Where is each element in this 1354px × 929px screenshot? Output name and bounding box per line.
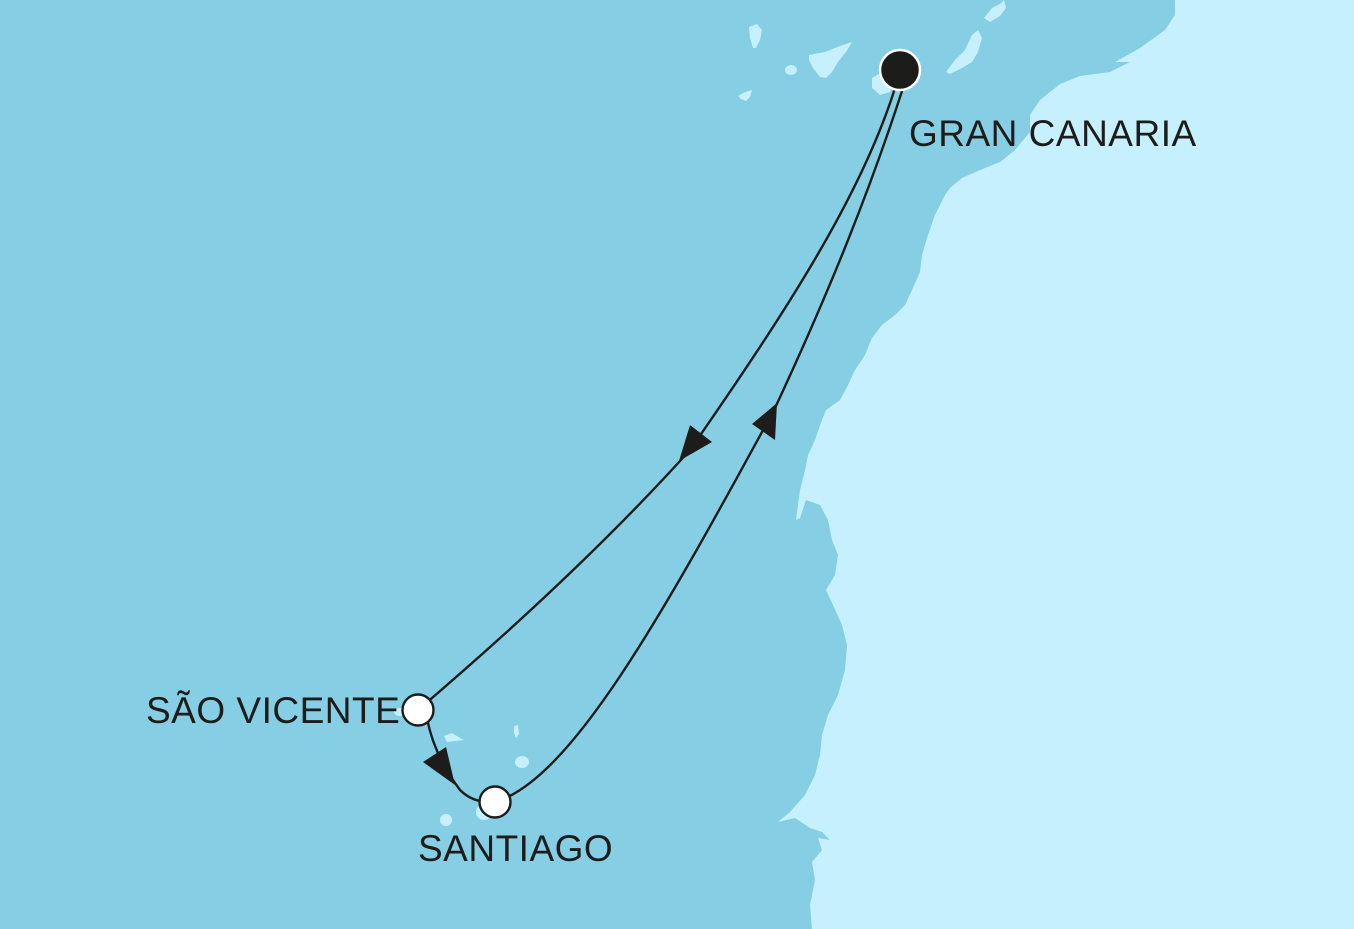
island-boa-vista [515, 756, 529, 768]
island-la-gomera [785, 65, 797, 75]
arrow-down-south-icon [423, 747, 455, 785]
island-fuerteventura [946, 30, 982, 74]
island-el-hierro [738, 90, 752, 101]
island-fogo [440, 814, 452, 826]
port-marker-sao-vicente [401, 693, 435, 727]
island-sao-nicolau [444, 733, 464, 742]
arrow-up-northeast-icon [752, 403, 777, 440]
port-label-gran-canaria: GRAN CANARIA [909, 113, 1197, 154]
island-sal [514, 725, 519, 738]
island-la-palma [749, 24, 762, 48]
island-lanzarote [984, 0, 1006, 22]
island-tenerife [809, 42, 852, 78]
route-leg-santiago-to-gran-canaria [494, 87, 905, 804]
start-port-marker [878, 48, 922, 92]
canary-islands [738, 0, 1006, 101]
port-marker-santiago [478, 785, 512, 819]
arrow-down-southwest-icon [679, 425, 712, 461]
african-coastline [778, 0, 1354, 929]
route-arrows [423, 403, 777, 785]
port-label-sao-vicente: SÃO VICENTE [146, 690, 401, 731]
port-label-santiago: SANTIAGO [418, 828, 614, 869]
